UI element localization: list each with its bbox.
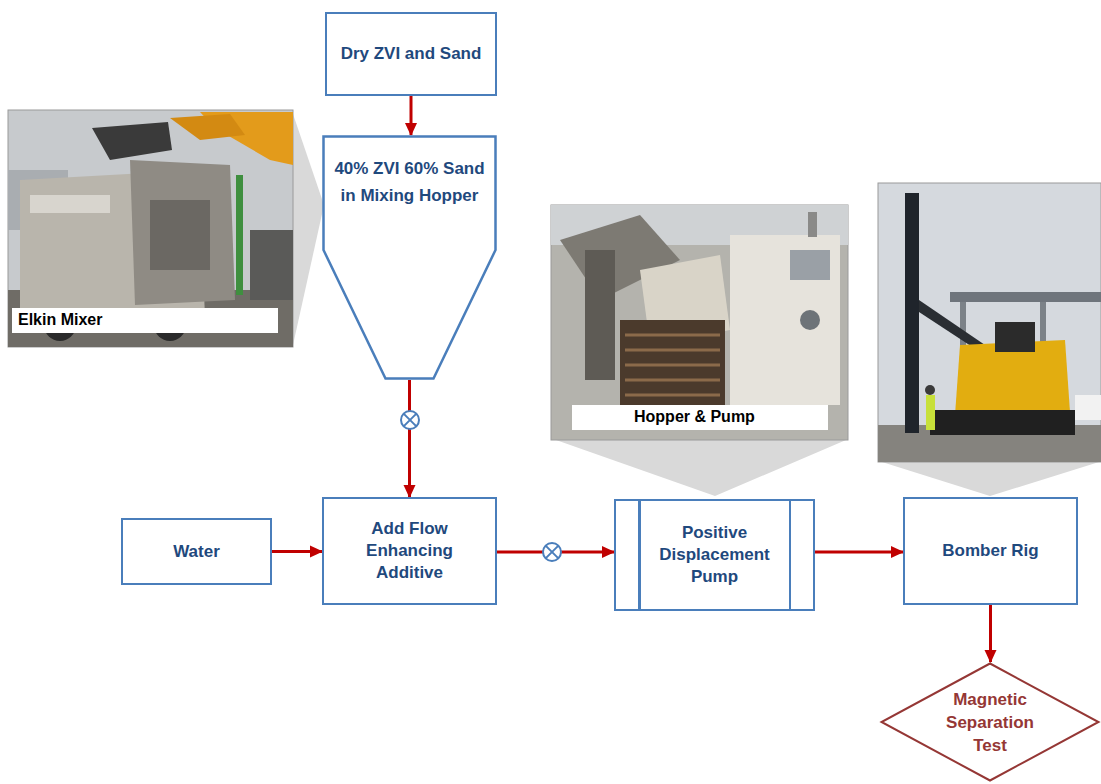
photo-label: Hopper & Pump (572, 405, 828, 430)
flow-arrow (989, 605, 992, 662)
valve-symbol (401, 411, 419, 429)
node-text-group: Bomber Rig (942, 540, 1038, 562)
process-box: Bomber Rig (903, 497, 1078, 605)
callout-wedge (556, 440, 846, 496)
hopper-shape: 40% ZVI 60% Sand in Mixing Hopper (322, 135, 497, 380)
photo-label: Elkin Mixer (12, 308, 278, 333)
rig-photo (878, 183, 1101, 462)
mixer-photo (8, 110, 293, 347)
decision-diamond: Magnetic Separation Test (880, 662, 1100, 782)
pump-side-bar (789, 501, 792, 609)
node-text-group: Positive Displacement Pump (645, 522, 785, 588)
process-box: Add Flow Enhancing Additive (322, 497, 497, 605)
node-text: Magnetic Separation Test (938, 688, 1042, 757)
node-text: Dry ZVI and Sand (341, 43, 482, 65)
node-text-group: Dry ZVI and Sand (341, 43, 482, 65)
callout-wedge (882, 462, 1099, 496)
pump-side-bar (638, 501, 641, 609)
node-text-group: Water (173, 541, 220, 563)
node-text-group: Magnetic Separation Test (938, 688, 1042, 757)
flow-arrow (408, 380, 411, 497)
node-text: Water (173, 541, 220, 563)
flow-arrow (410, 96, 413, 135)
input-box: Water (121, 518, 272, 585)
node-text-group: 40% ZVI 60% Sand in Mixing Hopper (327, 155, 493, 209)
flow-arrow (272, 550, 322, 553)
node-text: 40% ZVI 60% Sand in Mixing Hopper (327, 155, 493, 209)
predefined-process-box: Positive Displacement Pump (614, 499, 815, 611)
input-box: Dry ZVI and Sand (325, 12, 497, 96)
callout-wedge (293, 114, 324, 345)
node-text-group: Add Flow Enhancing Additive (350, 518, 470, 584)
valve-symbol (543, 543, 561, 561)
node-text: Add Flow Enhancing Additive (350, 518, 470, 584)
node-text: Bomber Rig (942, 540, 1038, 562)
node-text: Positive Displacement Pump (645, 522, 785, 588)
pump-photo (551, 205, 848, 440)
flow-arrow (815, 551, 903, 554)
